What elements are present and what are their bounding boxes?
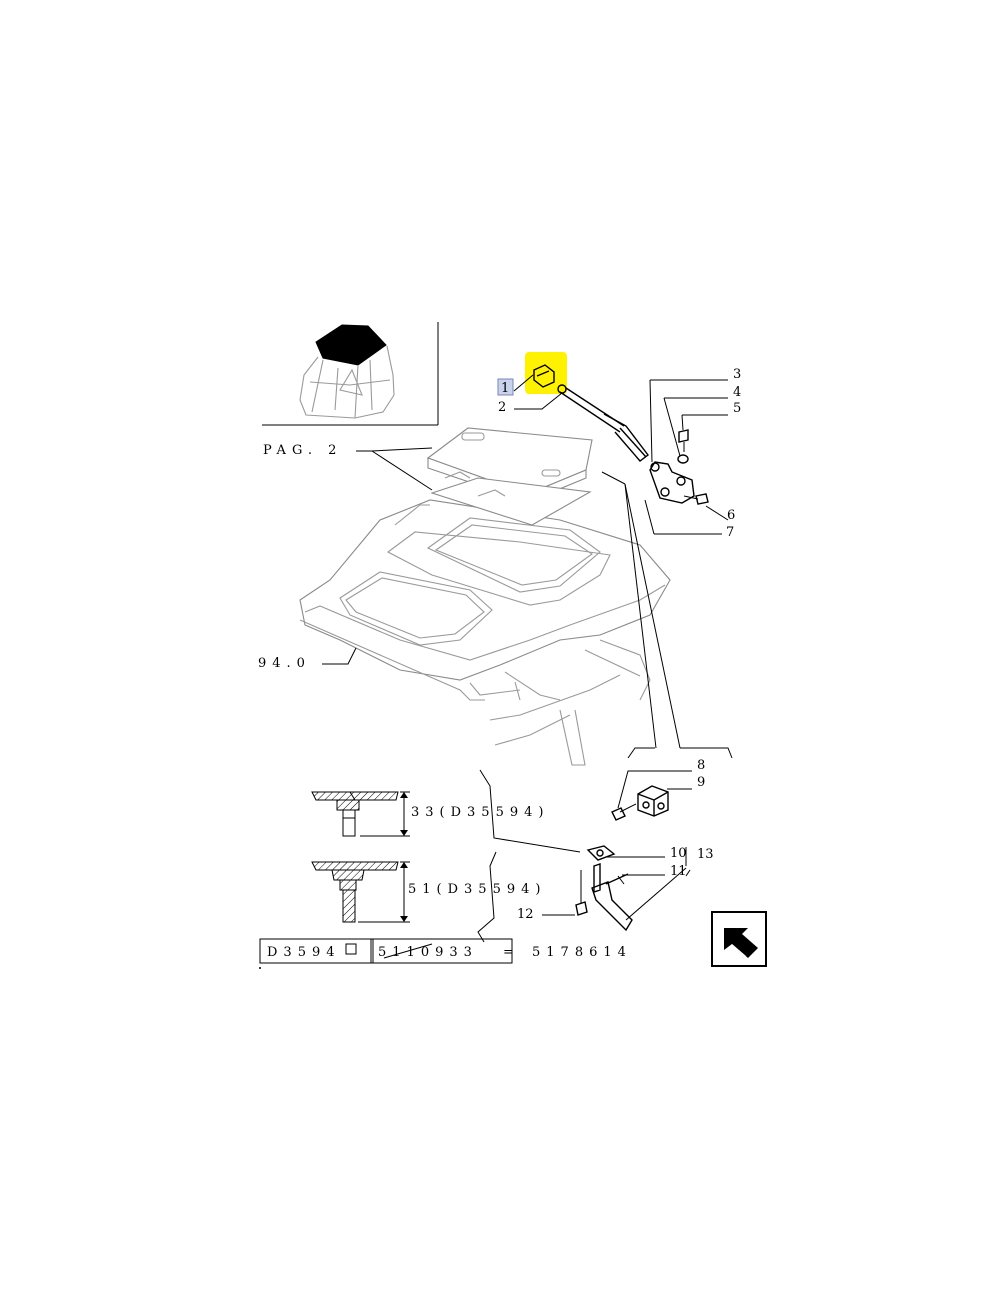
variant-label-bottom[interactable]: 51(D35594) bbox=[408, 882, 546, 897]
callout-2[interactable]: 2 bbox=[498, 400, 506, 415]
callout-leaders-3-7 bbox=[644, 379, 729, 535]
section-detail-bottom bbox=[311, 861, 410, 923]
next-page-arrow-icon[interactable] bbox=[711, 911, 767, 967]
callout-11[interactable]: 11 bbox=[670, 864, 687, 879]
thumbnail-cab-icon bbox=[262, 322, 439, 426]
callout-8[interactable]: 8 bbox=[697, 758, 705, 773]
assembly-reference-label[interactable]: 94.0 bbox=[258, 656, 311, 671]
gas-strut-group bbox=[525, 352, 709, 505]
page-reference-leaders bbox=[356, 447, 433, 491]
callout-10[interactable]: 10 bbox=[670, 846, 687, 861]
latch-bracket-group bbox=[575, 845, 633, 932]
page-reference-label[interactable]: PAG. 2 bbox=[263, 443, 342, 458]
sunroof-panel bbox=[426, 427, 593, 526]
callout-4[interactable]: 4 bbox=[733, 385, 741, 400]
footer-reference-box bbox=[259, 938, 513, 969]
section-detail-top bbox=[311, 791, 410, 837]
callout-9[interactable]: 9 bbox=[697, 775, 705, 790]
footer-equals: = bbox=[503, 945, 514, 960]
detail-guide-lines bbox=[477, 471, 733, 943]
callout-12[interactable]: 12 bbox=[517, 907, 534, 922]
callout-leaders-10-13 bbox=[542, 847, 691, 921]
callout-6[interactable]: 6 bbox=[727, 508, 735, 523]
callout-1[interactable]: 1 bbox=[501, 381, 509, 396]
footer-code-a: D3594 bbox=[267, 945, 341, 960]
footer-code-b: 5110933 bbox=[378, 945, 478, 960]
callout-7[interactable]: 7 bbox=[726, 525, 734, 540]
variant-label-top[interactable]: 33(D35594) bbox=[411, 805, 549, 820]
callout-1-selected-box bbox=[497, 378, 514, 396]
footer-code-c: 5178614 bbox=[532, 945, 632, 960]
cab-roof-drawing bbox=[299, 499, 671, 766]
assembly-leader bbox=[322, 647, 357, 665]
callout-13[interactable]: 13 bbox=[697, 847, 714, 862]
callout-5[interactable]: 5 bbox=[733, 401, 741, 416]
rubber-block-group bbox=[611, 785, 669, 821]
callout-3[interactable]: 3 bbox=[733, 367, 741, 382]
